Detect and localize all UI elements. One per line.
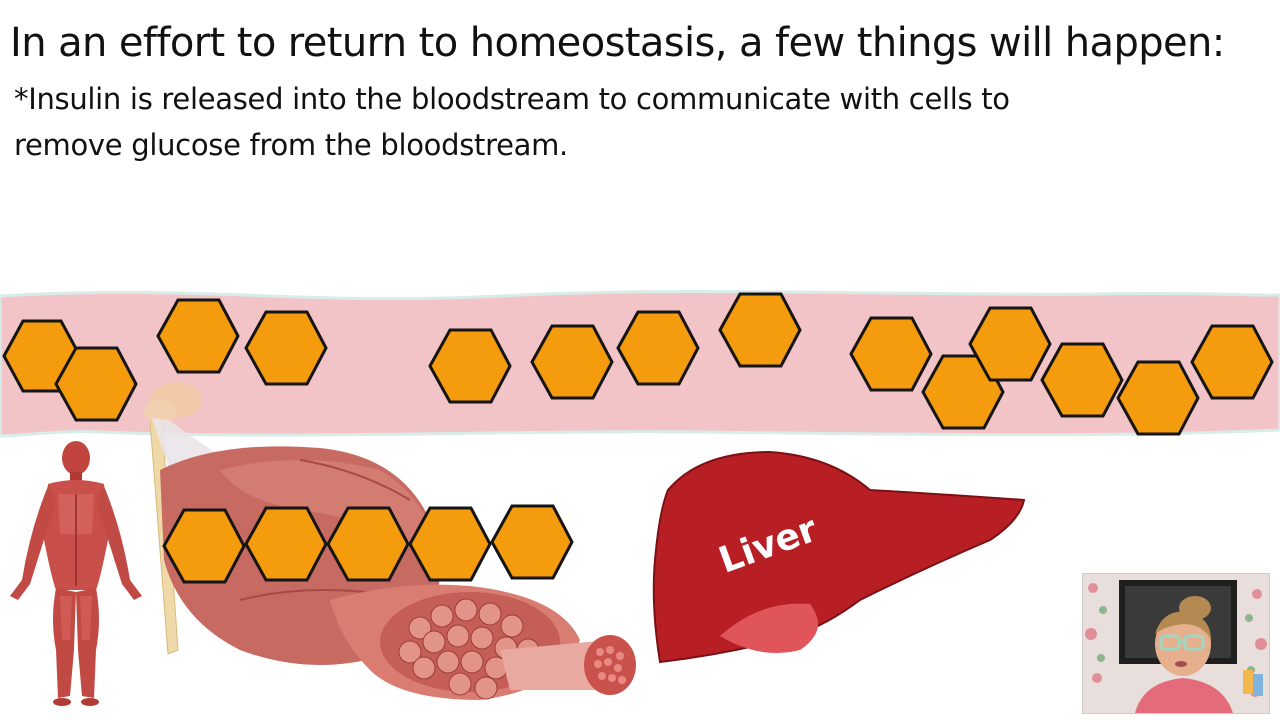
glucose-molecule — [718, 292, 802, 368]
glucose-bloodstream-group — [2, 292, 1274, 436]
glucose-molecule — [54, 346, 138, 422]
glucose-molecule — [1040, 342, 1124, 418]
bullet-text-line-2: remove glucose from the bloodstream. — [14, 128, 568, 162]
glucose-molecule — [849, 316, 933, 392]
glucose-molecule — [616, 310, 700, 386]
presenter-webcam — [1082, 573, 1270, 714]
bullet-text-line-1: *Insulin is released into the bloodstrea… — [14, 82, 1010, 116]
glucose-molecule — [244, 506, 328, 582]
glucose-molecule — [156, 298, 240, 374]
glucose-molecule — [162, 508, 246, 584]
glucose-molecule — [428, 328, 512, 404]
glucose-molecule — [326, 506, 410, 582]
glucose-molecule — [490, 504, 574, 580]
liver: Liver — [652, 450, 1026, 664]
glucose-molecule — [408, 506, 492, 582]
presenter-video-frame — [1083, 574, 1269, 713]
muscle-illustration — [144, 382, 636, 700]
slide-title: In an effort to return to homeostasis, a… — [10, 20, 1225, 66]
glucose-molecule — [1116, 360, 1200, 436]
glucose-muscle-group — [162, 504, 574, 584]
glucose-molecule — [1190, 324, 1274, 400]
glucose-molecule — [921, 354, 1005, 430]
human-muscle-figure — [10, 441, 142, 706]
glucose-molecule — [530, 324, 614, 400]
glucose-molecule — [968, 306, 1052, 382]
glucose-molecule — [244, 310, 328, 386]
